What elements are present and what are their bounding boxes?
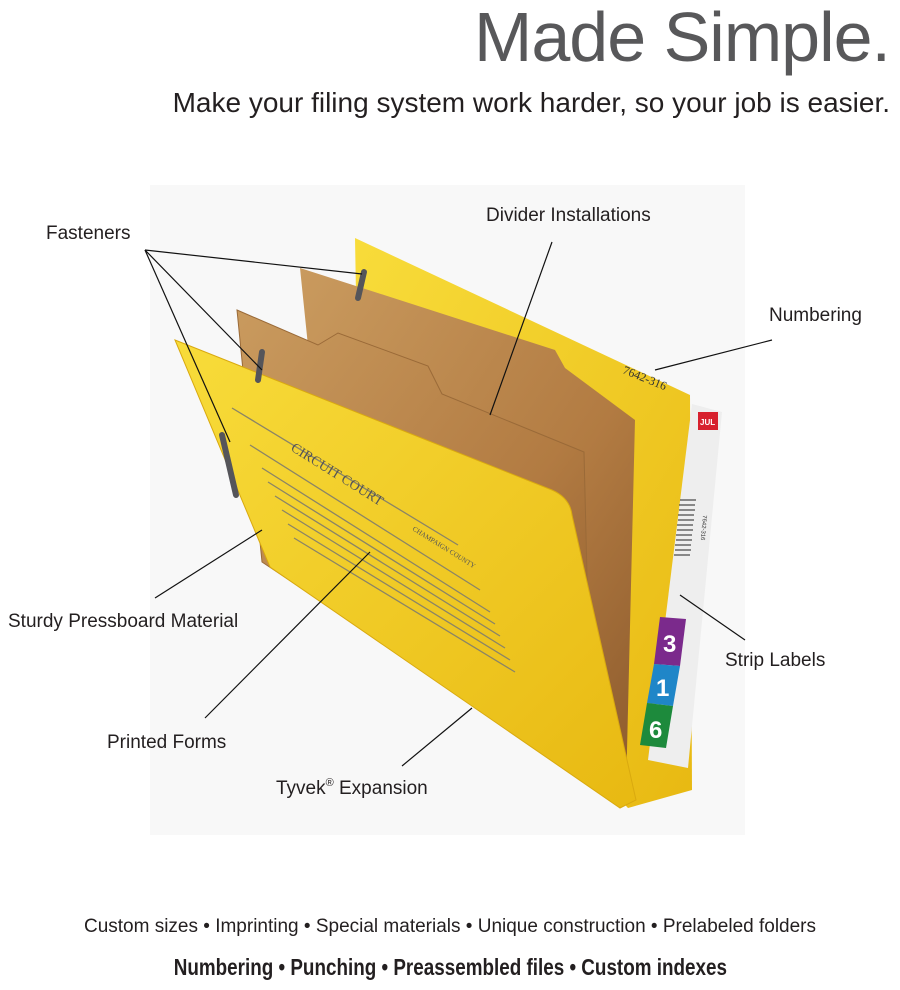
- callout-sturdy-pressboard: Sturdy Pressboard Material: [8, 611, 239, 632]
- color-label-3-text: 3: [663, 631, 676, 658]
- page-title: Made Simple.: [474, 0, 891, 76]
- color-label-6-text: 6: [649, 717, 662, 744]
- services-line: Custom sizes • Imprinting • Special mate…: [83, 916, 817, 937]
- color-label-1: [647, 664, 680, 706]
- services-line-bold: Numbering • Punching • Preassembled file…: [0, 953, 900, 981]
- callout-printed-forms: Printed Forms: [107, 732, 227, 753]
- front-panel: [174, 339, 637, 809]
- callout-fasteners: Fasteners: [46, 223, 131, 244]
- tyvek-text: Tyvek: [276, 778, 326, 799]
- leader-lines: [144, 241, 773, 767]
- callout-strip-labels: Strip Labels: [725, 650, 826, 671]
- page-subtitle: Make your filing system work harder, so …: [172, 87, 890, 118]
- strip-code: 7642-316: [699, 515, 707, 541]
- barcode: [674, 499, 696, 556]
- color-label-3: [654, 617, 686, 666]
- color-label-6: [640, 703, 673, 748]
- callout-numbering: Numbering: [769, 305, 862, 326]
- services-bold-text: Numbering • Punching • Preassembled file…: [173, 954, 727, 980]
- callout-tyvek-expansion: Tyvek® Expansion: [276, 778, 428, 800]
- month-tab-label: JUL: [700, 418, 715, 427]
- expansion-text: Expansion: [333, 778, 428, 799]
- registered-mark: ®: [325, 777, 334, 789]
- form-lines: [231, 407, 516, 673]
- color-label-1-text: 1: [656, 675, 669, 702]
- month-tab: [698, 412, 718, 430]
- fastener-icon: [219, 269, 367, 498]
- callout-divider-installations: Divider Installations: [486, 205, 651, 226]
